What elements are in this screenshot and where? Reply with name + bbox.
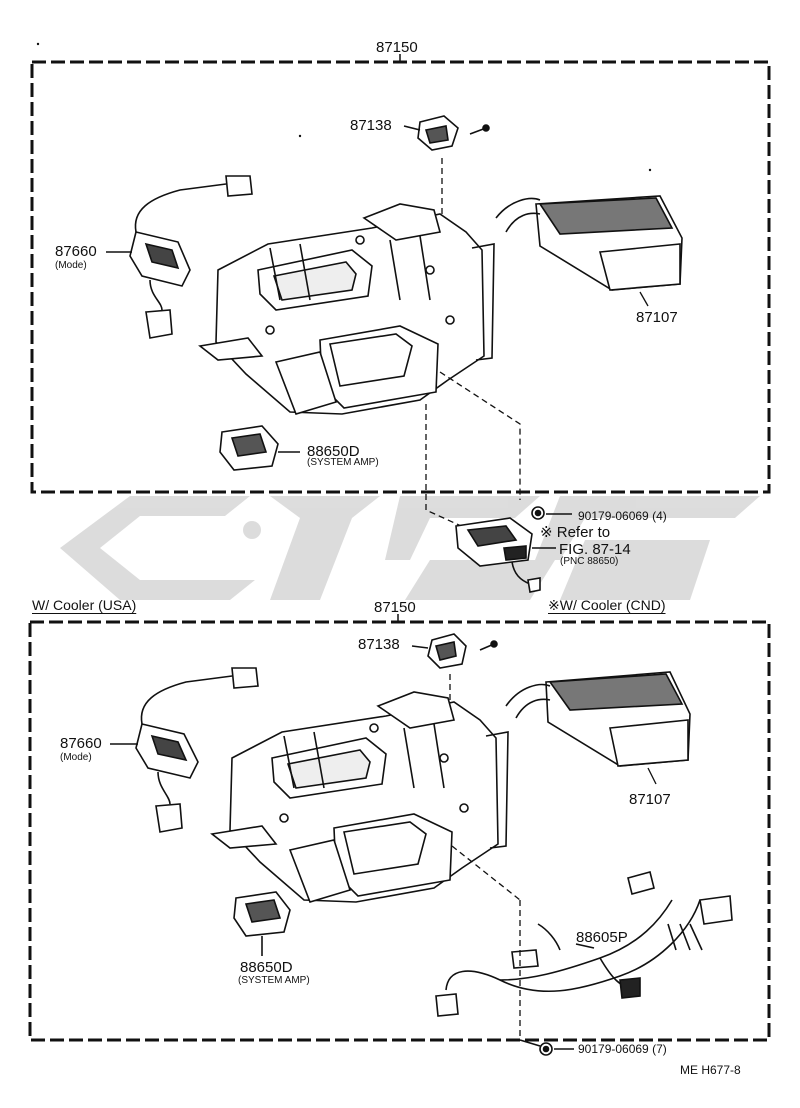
mode-servo-label-top: 87660 (55, 243, 97, 260)
screw-label-middle: 90179-06069 (4) (578, 509, 667, 523)
screw-middle (531, 506, 572, 520)
refer-label: ※ Refer to (540, 524, 611, 541)
evaporator-top (495, 195, 683, 291)
wire-harness-label: 88605P (576, 929, 628, 946)
evaporator-label-bottom: 87107 (629, 791, 671, 808)
mode-servo-bottom (110, 667, 259, 833)
mode-note-top: (Mode) (55, 260, 87, 271)
servo-bracket-label-bottom: 87138 (358, 636, 400, 653)
heater-unit-top (198, 203, 495, 415)
screw-label-bottom: 90179-06069 (7) (578, 1042, 667, 1056)
screw-bottom (519, 1039, 574, 1056)
system-amp-bottom (233, 891, 291, 956)
mode-servo-label-bottom: 87660 (60, 735, 102, 752)
mode-servo-top (106, 175, 253, 339)
top-panel-frame (30, 60, 771, 494)
wire-harness-bottom (435, 871, 733, 1017)
watermark-logo (60, 496, 760, 600)
heading-usa: W/ Cooler (USA) (32, 597, 137, 613)
servo-bracket-top (403, 115, 490, 151)
fig-reference-label: FIG. 87-14 (559, 541, 631, 558)
mode-note-bottom: (Mode) (60, 752, 92, 763)
system-amp-label-top: 88650D (307, 443, 360, 460)
heater-unit-bottom (210, 691, 509, 903)
leader-lines-middle (425, 371, 521, 531)
assembly-label-bottom: 87150 (374, 599, 416, 616)
system-amp-label-bottom: 88650D (240, 959, 293, 976)
amp-module-middle (455, 517, 556, 593)
bottom-panel-frame (28, 620, 771, 1042)
system-amp-note-top: (SYSTEM AMP) (307, 457, 379, 468)
evaporator-bottom (505, 671, 691, 767)
system-amp-note-bottom: (SYSTEM AMP) (238, 975, 310, 986)
system-amp-top (219, 425, 300, 471)
servo-bracket-label-top: 87138 (350, 117, 392, 134)
heading-cnd: ※W/ Cooler (CND) (548, 597, 666, 613)
figure-code: ME H677-8 (680, 1063, 741, 1077)
pnc-label: (PNC 88650) (560, 556, 619, 567)
evaporator-label-top: 87107 (636, 309, 678, 326)
assembly-label-top: 87150 (376, 39, 418, 56)
servo-bracket-bottom (411, 633, 498, 669)
